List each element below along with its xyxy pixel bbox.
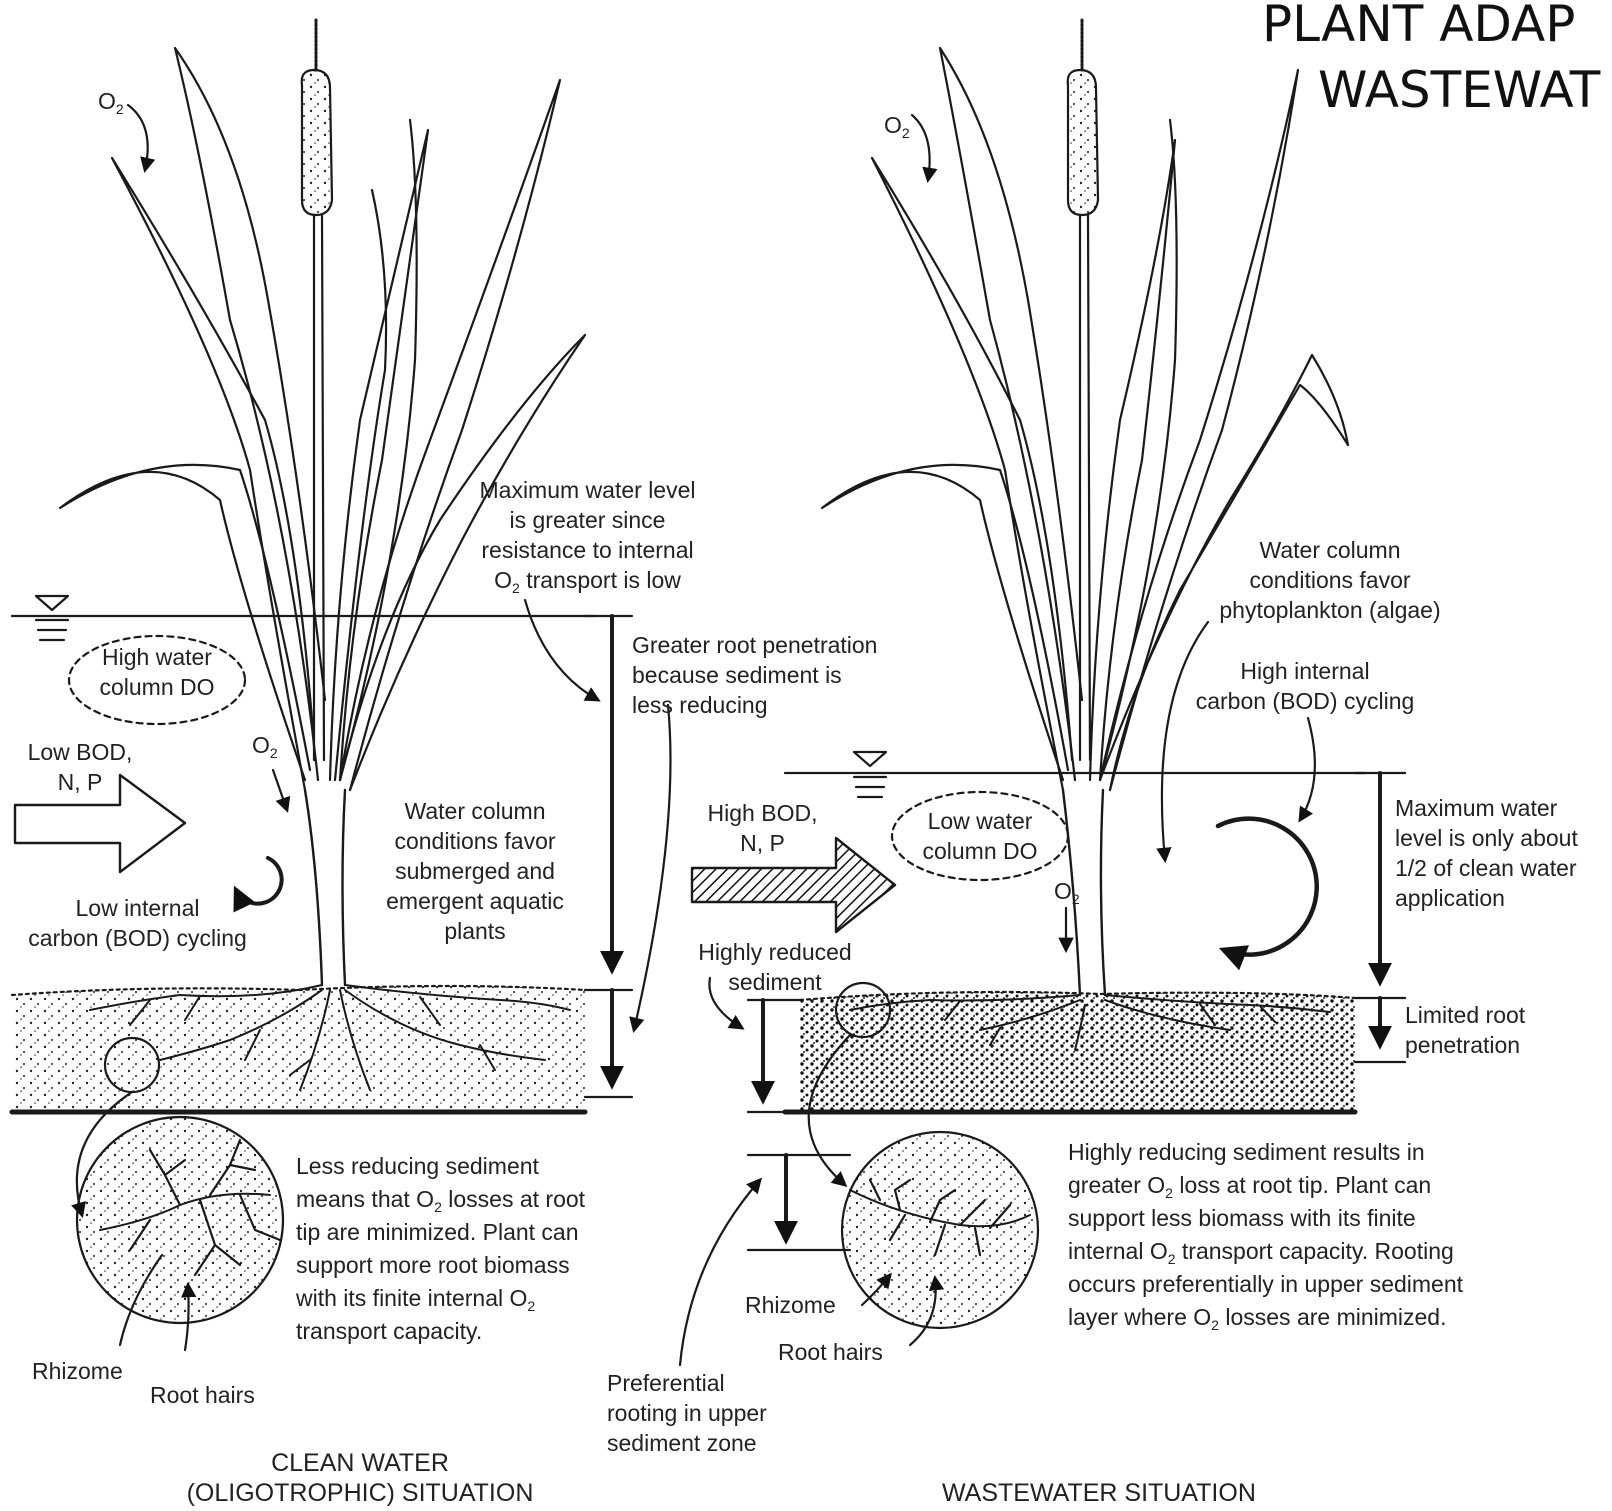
right-sediment (800, 992, 1355, 1112)
right-cattail-spike (1068, 70, 1098, 215)
left-cycling-label: Low internalcarbon (BOD) cycling (15, 893, 260, 953)
left-inflow-label: Low BOD,N, P (10, 737, 150, 797)
right-phyto-label: Water columnconditions favorphytoplankto… (1190, 535, 1470, 625)
right-inflow-label: High BOD,N, P (695, 798, 830, 858)
right-cycling-arrow (1183, 825, 1353, 995)
left-high-do-label: High watercolumn DO (82, 642, 232, 702)
right-magnified-root (842, 1132, 1038, 1328)
left-sediment-note: Less reducing sediment means that O2 los… (296, 1150, 585, 1348)
right-max-level-label: Maximum waterlevel is only about1/2 of c… (1395, 793, 1578, 913)
right-o2-top: O2 (884, 110, 910, 140)
title-line-2: WASTEWAT (1318, 62, 1600, 118)
right-root-hairs-label: Root hairs (778, 1337, 883, 1367)
left-water-column-label: Water columnconditions favorsubmerged an… (365, 796, 585, 946)
right-o2-stem: O2 (1054, 876, 1080, 906)
left-water-level-icon (36, 596, 68, 610)
right-low-do-label: Low watercolumn DO (905, 806, 1055, 866)
right-caption: WASTEWATER SITUATION (942, 1478, 1256, 1508)
right-sediment-note: Highly reducing sediment results in grea… (1068, 1136, 1463, 1334)
left-rhizome-label: Rhizome (32, 1356, 123, 1386)
left-max-level-label: Maximum water level is greater since res… (455, 475, 720, 595)
left-magnified-root (77, 1117, 283, 1323)
left-o2-top: O2 (98, 86, 124, 116)
left-root-penetration-label: Greater root penetrationbecause sediment… (632, 630, 877, 720)
left-cattail-spike (302, 70, 332, 215)
right-rhizome-label: Rhizome (745, 1290, 836, 1320)
right-cycling-label: High internalcarbon (BOD) cycling (1180, 656, 1430, 716)
left-o2-stem: O2 (252, 730, 278, 760)
right-water-level-icon (854, 752, 886, 766)
right-preferential-label: Preferentialrooting in uppersediment zon… (607, 1368, 767, 1458)
title-line-1: PLANT ADAP (1262, 0, 1575, 52)
right-limited-root-label: Limited rootpenetration (1405, 1000, 1525, 1060)
left-root-hairs-label: Root hairs (150, 1380, 255, 1410)
right-reduced-sediment-label: Highly reducedsediment (680, 937, 870, 997)
left-caption: CLEAN WATER(OLIGOTROPHIC) SITUATION (150, 1448, 570, 1508)
